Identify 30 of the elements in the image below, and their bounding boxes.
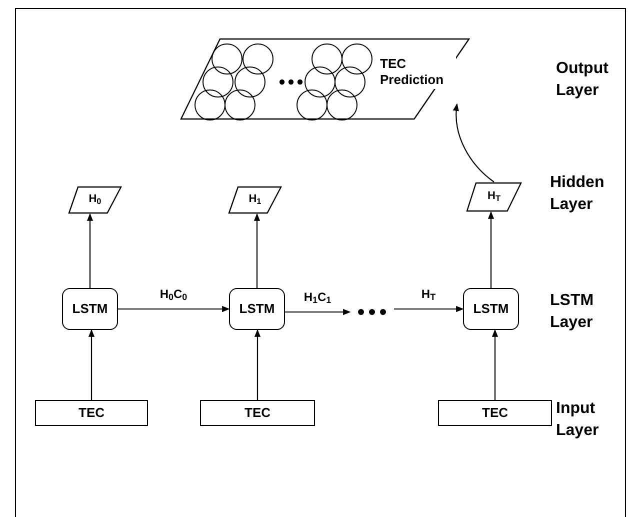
node-text: LSTM <box>473 300 509 318</box>
arrow <box>88 329 95 400</box>
arrow <box>488 211 494 288</box>
arrow <box>285 308 351 316</box>
node-text: TEC <box>244 404 270 422</box>
arrow <box>254 213 260 288</box>
node-text: H$_{0}$ <box>88 193 102 207</box>
node-text: H$_{1}$ <box>248 193 262 207</box>
arrow <box>118 306 230 312</box>
node-text: TEC <box>482 404 508 422</box>
node-text: TEC Prediction <box>380 56 456 88</box>
input-box <box>35 400 148 426</box>
lstm-cell-box <box>463 288 519 330</box>
hidden-state-parallelogram <box>466 182 522 212</box>
arrow <box>86 213 94 288</box>
arrow <box>492 329 498 400</box>
node-text: LSTM <box>72 300 108 318</box>
arrow <box>453 103 494 182</box>
node-text: H$_{T}$ <box>488 190 500 204</box>
input-box <box>200 400 315 426</box>
arrow <box>254 329 261 400</box>
lstm-cell-box <box>229 288 285 330</box>
hidden-state-parallelogram <box>228 186 282 214</box>
output-layer-parallelogram <box>180 38 470 120</box>
lstm-cell-box <box>62 288 118 330</box>
input-box <box>438 400 552 426</box>
node-text: TEC <box>78 404 104 422</box>
arrow <box>394 306 464 312</box>
hidden-state-parallelogram <box>68 186 122 214</box>
node-text: LSTM <box>239 300 275 318</box>
